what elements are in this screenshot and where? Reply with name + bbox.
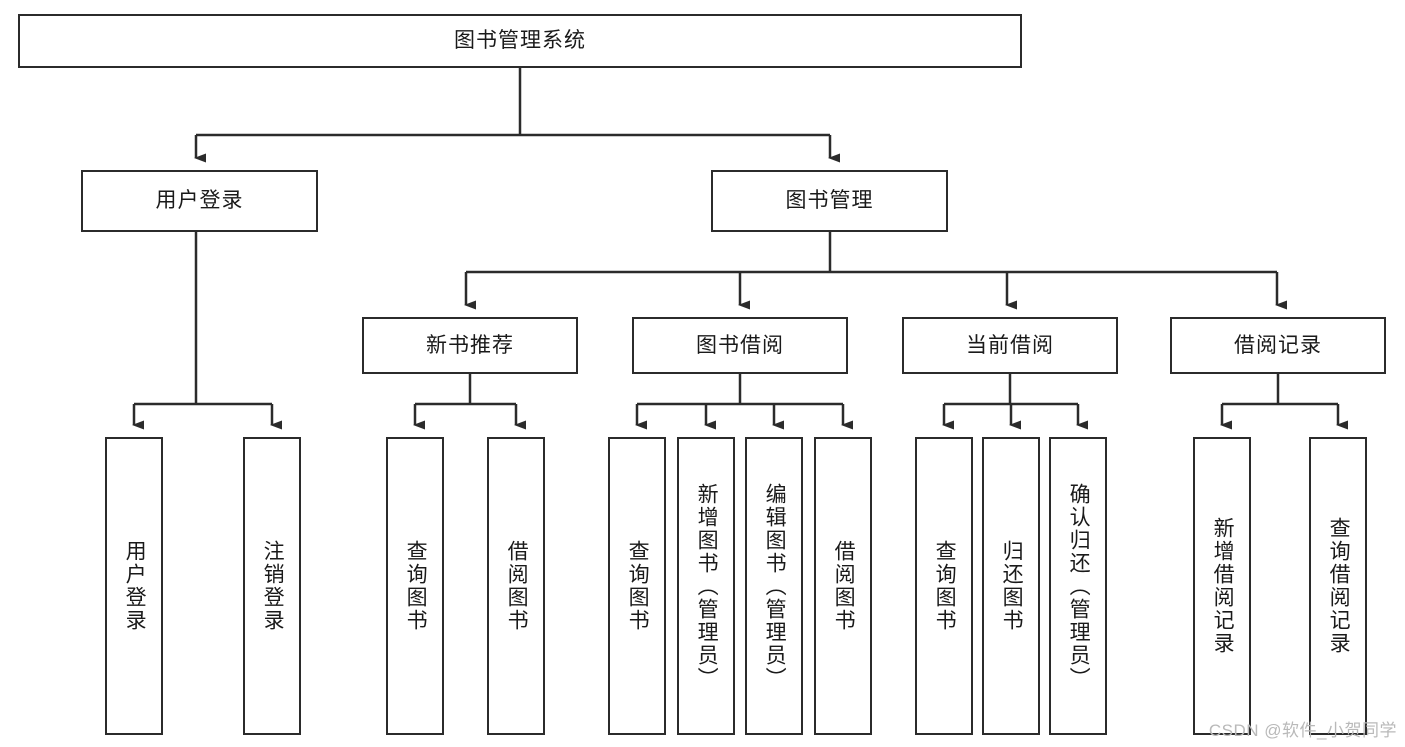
node-current-borrow[interactable]: 当前借阅 bbox=[902, 317, 1118, 374]
leaf-current-confirm-return-admin[interactable]: 确认归还（管理员） bbox=[1049, 437, 1107, 735]
leaf-borrow-add-book-admin[interactable]: 新增图书（管理员） bbox=[677, 437, 735, 735]
node-borrow-record[interactable]: 借阅记录 bbox=[1170, 317, 1386, 374]
leaf-label: 新增图书（管理员） bbox=[695, 482, 719, 690]
leaf-recommend-borrow-book[interactable]: 借阅图书 bbox=[487, 437, 545, 735]
leaf-label: 查询图书 bbox=[626, 540, 650, 632]
leaf-borrow-query-book[interactable]: 查询图书 bbox=[608, 437, 666, 735]
leaf-recommend-query-book[interactable]: 查询图书 bbox=[386, 437, 444, 735]
node-root-system[interactable]: 图书管理系统 bbox=[18, 14, 1022, 68]
leaf-borrow-borrow-book[interactable]: 借阅图书 bbox=[814, 437, 872, 735]
leaf-label: 注销登录 bbox=[261, 540, 285, 632]
leaf-record-add-record[interactable]: 新增借阅记录 bbox=[1193, 437, 1251, 735]
leaf-label: 查询借阅记录 bbox=[1327, 517, 1351, 655]
node-user-login[interactable]: 用户登录 bbox=[81, 170, 318, 232]
leaf-label: 借阅图书 bbox=[832, 540, 856, 632]
leaf-current-query-book[interactable]: 查询图书 bbox=[915, 437, 973, 735]
leaf-user-login-logout[interactable]: 注销登录 bbox=[243, 437, 301, 735]
leaf-borrow-edit-book-admin[interactable]: 编辑图书（管理员） bbox=[745, 437, 803, 735]
leaf-label: 编辑图书（管理员） bbox=[763, 482, 787, 690]
leaf-label: 借阅图书 bbox=[505, 540, 529, 632]
leaf-current-return-book[interactable]: 归还图书 bbox=[982, 437, 1040, 735]
node-book-management[interactable]: 图书管理 bbox=[711, 170, 948, 232]
leaf-label: 查询图书 bbox=[933, 540, 957, 632]
leaf-label: 新增借阅记录 bbox=[1211, 517, 1235, 655]
node-new-book-recommend[interactable]: 新书推荐 bbox=[362, 317, 578, 374]
csdn-watermark: CSDN @软件_小贺同学 bbox=[1208, 721, 1397, 740]
leaf-label: 用户登录 bbox=[123, 540, 147, 632]
leaf-label: 查询图书 bbox=[404, 540, 428, 632]
leaf-record-query-record[interactable]: 查询借阅记录 bbox=[1309, 437, 1367, 735]
node-book-borrow[interactable]: 图书借阅 bbox=[632, 317, 848, 374]
leaf-label: 确认归还（管理员） bbox=[1067, 482, 1091, 690]
leaf-user-login-login[interactable]: 用户登录 bbox=[105, 437, 163, 735]
leaf-label: 归还图书 bbox=[1000, 540, 1024, 632]
